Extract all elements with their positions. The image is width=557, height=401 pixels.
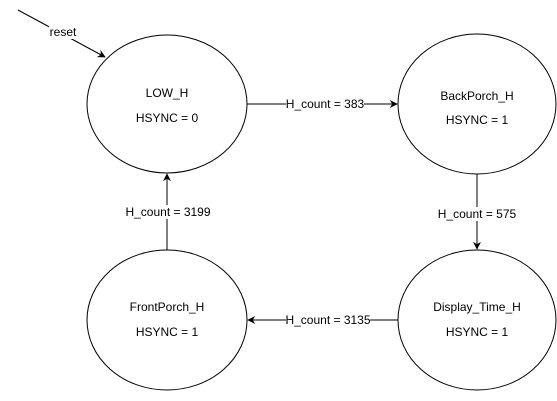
state-backporch-h-output: HSYNC = 1 xyxy=(446,113,509,127)
state-frontporch-h: FrontPorch_H HSYNC = 1 xyxy=(86,249,248,391)
transition-low-to-backporch: H_count = 383 xyxy=(247,97,398,111)
state-backporch-h-circle xyxy=(397,33,557,175)
transition-display-to-frontporch-label: H_count = 3135 xyxy=(285,313,370,327)
state-frontporch-h-circle xyxy=(86,249,248,391)
state-frontporch-h-name: FrontPorch_H xyxy=(130,300,205,314)
state-display-time-h-output: HSYNC = 1 xyxy=(446,325,509,339)
state-low-h: LOW_H HSYNC = 0 xyxy=(86,34,248,174)
state-frontporch-h-output: HSYNC = 1 xyxy=(136,325,199,339)
state-display-time-h: Display_Time_H HSYNC = 1 xyxy=(397,249,557,391)
state-backporch-h-name: BackPorch_H xyxy=(440,89,513,103)
state-display-time-h-circle xyxy=(397,249,557,391)
reset-label: reset xyxy=(50,25,77,39)
state-low-h-circle xyxy=(86,34,248,174)
transition-display-to-frontporch: H_count = 3135 xyxy=(247,313,398,327)
transition-backporch-to-display: H_count = 575 xyxy=(438,174,517,250)
reset-transition: reset xyxy=(17,9,106,58)
transition-frontporch-to-low: H_count = 3199 xyxy=(125,173,211,250)
state-low-h-name: LOW_H xyxy=(146,86,189,100)
state-backporch-h: BackPorch_H HSYNC = 1 xyxy=(397,33,557,175)
state-low-h-output: HSYNC = 0 xyxy=(136,111,199,125)
transition-low-to-backporch-label: H_count = 383 xyxy=(286,97,365,111)
transition-backporch-to-display-label: H_count = 575 xyxy=(438,207,517,221)
transition-frontporch-to-low-label: H_count = 3199 xyxy=(125,205,210,219)
state-display-time-h-name: Display_Time_H xyxy=(433,300,521,314)
